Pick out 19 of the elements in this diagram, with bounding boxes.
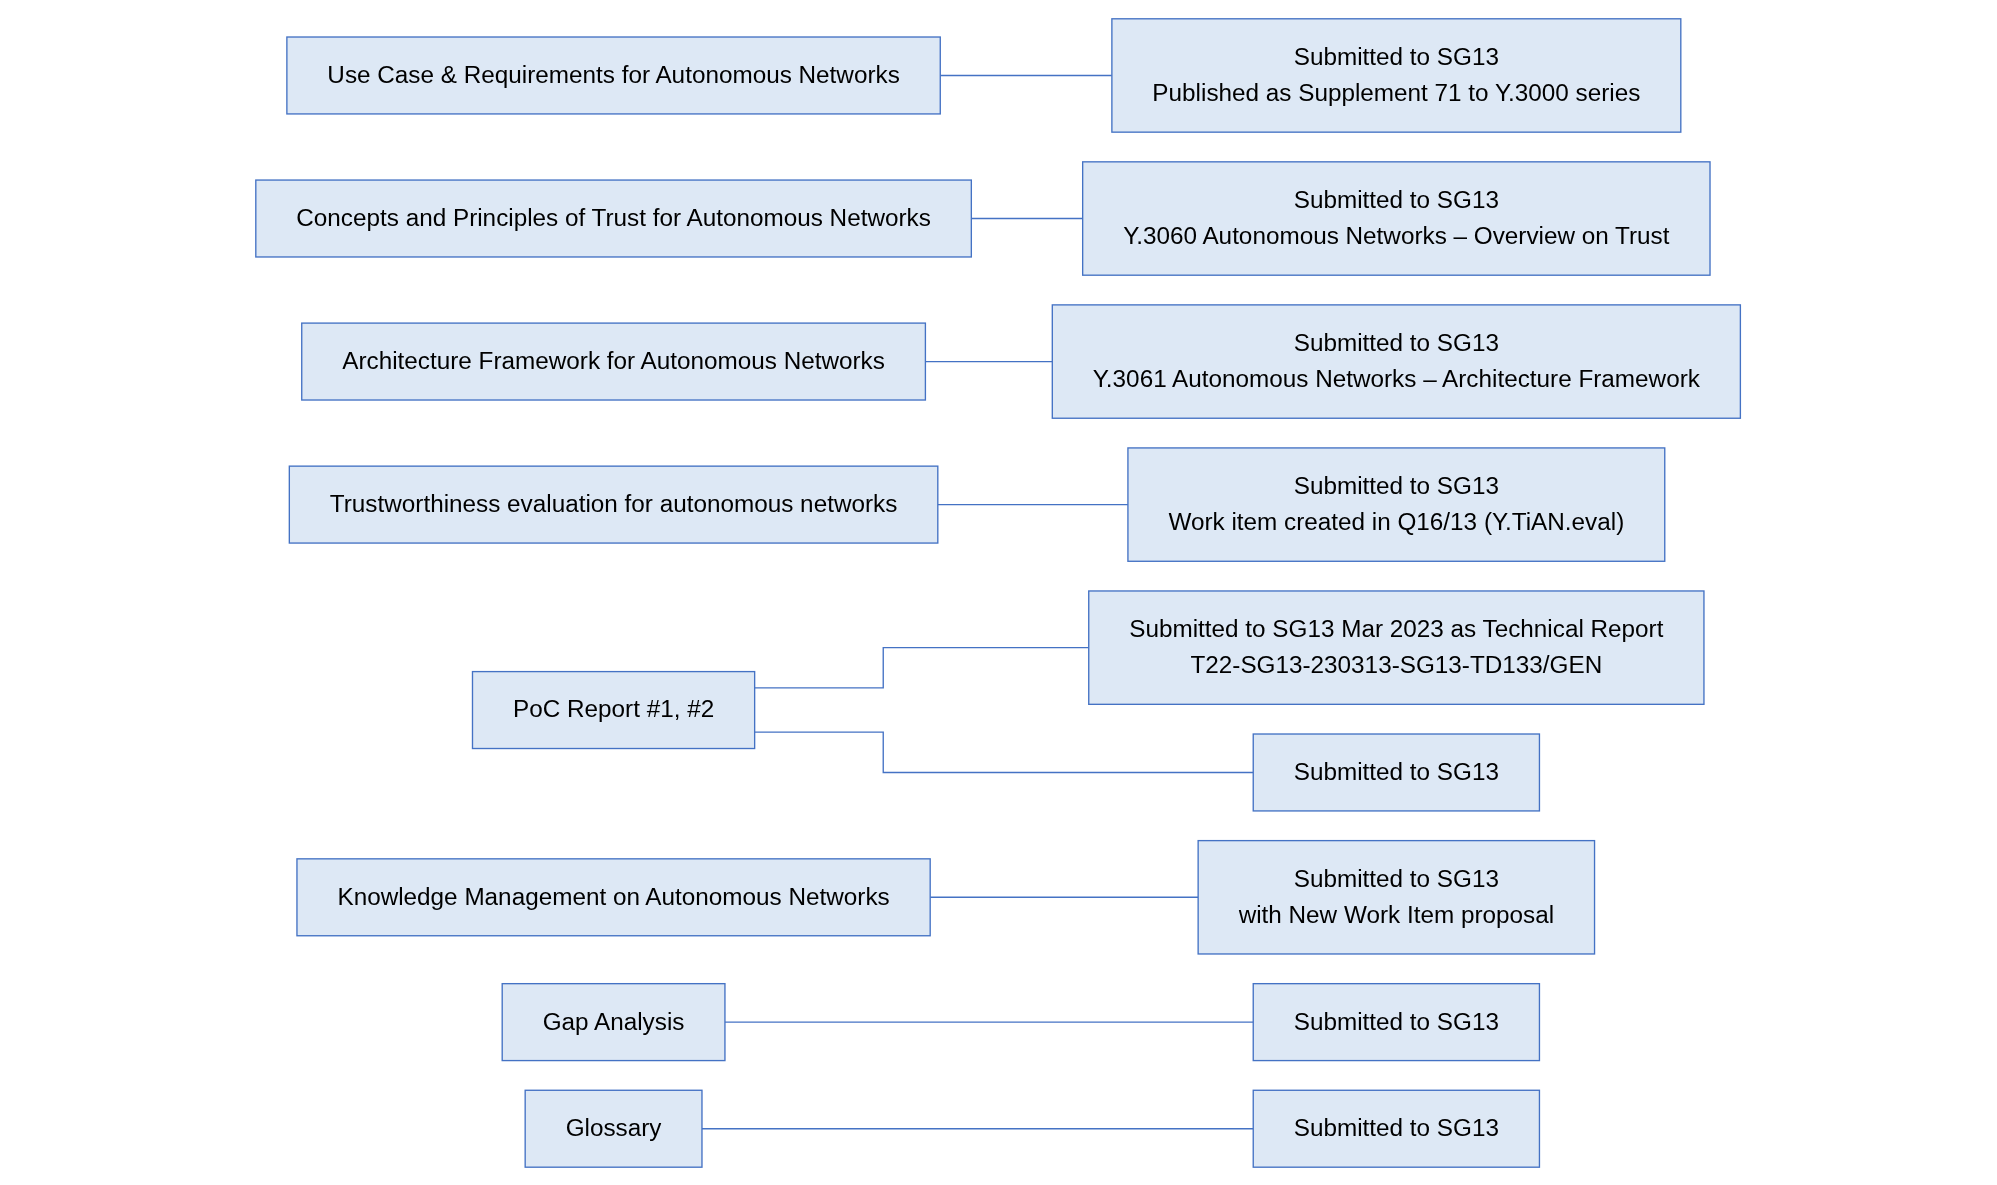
node-box: Submitted to SG13 [1252,732,1541,812]
node-box: Gap Analysis [501,982,727,1061]
node-box: Submitted to SG13 Y.3061 Autonomous Networks – Architecture Framework [1052,303,1742,419]
node-box: Submitted to SG13 Work item created in Q16/13 (Y.TiAN.eval) [1127,446,1666,562]
node-box: Submitted to SG13 Mar 2023 as Technical Report T22-SG13-230313-SG13-TD133/GEN [1088,589,1706,705]
node-box: Submitted to SG13 Published as Supplement 71 to Y.3000 series [1111,17,1682,133]
node-box: Knowledge Management on Autonomous Networks [296,857,932,936]
node-box: Submitted to SG13 [1252,982,1541,1061]
connector [971,217,1084,219]
node-box: Trustworthiness evaluation for autonomous networks [289,464,939,544]
node-box: Submitted to SG13 [1252,1089,1541,1168]
node-box: Glossary [524,1089,704,1168]
node-box: Submitted to SG13 with New Work Item proposal [1197,839,1596,955]
node-box: Use Case & Requirements for Autonomous Networks [286,35,942,115]
node-box: Architecture Framework for Autonomous Networks [301,321,927,401]
node-box: Submitted to SG13 Y.3060 Autonomous Networks – Overview on Trust [1082,160,1712,276]
node-box: Concepts and Principles of Trust for Autonomous Networks [255,178,973,258]
connector [940,74,1113,76]
node-box: PoC Report #1, #2 [472,670,756,749]
